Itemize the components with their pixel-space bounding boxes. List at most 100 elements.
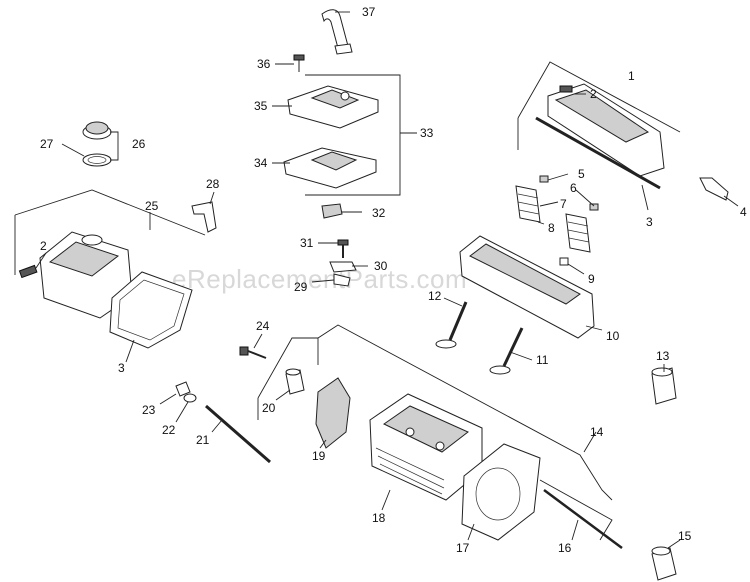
callout-18: 18 <box>372 511 386 525</box>
cylinder-head-center-top <box>383 405 469 453</box>
callout-19: 19 <box>312 449 326 463</box>
leader-16 <box>571 519 579 541</box>
callout-29: 29 <box>294 280 308 294</box>
screw-2-right <box>559 85 573 93</box>
callout-21: 21 <box>196 433 210 447</box>
leader-26 <box>110 131 119 161</box>
bracket-4-part <box>699 177 729 201</box>
group-1-bracket <box>517 61 681 133</box>
valve-cover-right-top <box>554 89 650 143</box>
screw-24-shank <box>247 350 267 359</box>
valve-cover-left-fill-neck <box>81 234 103 246</box>
callout-15: 15 <box>678 529 692 543</box>
leader-9 <box>567 263 585 275</box>
breather-cover-port <box>340 91 350 101</box>
watermark-text: eReplacementParts.com <box>172 264 467 294</box>
callout-17: 17 <box>456 541 470 555</box>
callout-14: 14 <box>590 425 604 439</box>
group-14-bracket <box>257 324 613 501</box>
sleeve-13-top <box>651 367 673 377</box>
valve-spring-left-coils <box>517 193 540 215</box>
callout-11: 11 <box>536 353 549 367</box>
leader-22 <box>175 401 189 423</box>
head-gasket-17 <box>461 443 541 541</box>
leader-15 <box>667 539 681 549</box>
callout-4: 4 <box>740 205 747 219</box>
leader-8 <box>537 221 545 225</box>
leader-6 <box>575 189 595 207</box>
breather-cover-dome <box>310 89 360 109</box>
callout-28: 28 <box>206 177 220 191</box>
callout-35: 35 <box>254 99 268 113</box>
valve-11-head <box>489 365 511 375</box>
callout-20: 20 <box>262 401 276 415</box>
leader-18 <box>381 489 391 511</box>
lift-bracket-part <box>191 201 217 233</box>
callout-3-left: 3 <box>118 361 125 375</box>
screw-head-31 <box>337 239 349 246</box>
callout-22: 22 <box>162 423 176 437</box>
breather-plate-window <box>310 151 358 171</box>
breather-bracket-part <box>329 261 357 273</box>
leader-7 <box>539 201 559 207</box>
head-gasket-bore <box>475 467 521 521</box>
callout-23: 23 <box>142 403 156 417</box>
valve-cover-left-gasket-inner <box>117 279 185 341</box>
valve-cover-right-gasket <box>535 116 661 190</box>
breather-tube-part <box>321 9 349 49</box>
callout-31: 31 <box>300 236 314 250</box>
callout-12: 12 <box>428 289 442 303</box>
leader-19 <box>319 439 327 449</box>
leader-28 <box>209 191 215 205</box>
callout-3-right: 3 <box>646 215 653 229</box>
cylinder-head-fins <box>375 447 445 495</box>
callout-25: 25 <box>145 199 159 213</box>
callout-33: 33 <box>420 126 434 140</box>
callout-26: 26 <box>132 137 146 151</box>
callout-13: 13 <box>656 349 670 363</box>
cylinder-head-right-top <box>469 243 581 305</box>
head-bolt-hole-1 <box>405 427 415 437</box>
breather-reed-part <box>321 203 343 219</box>
oil-fill-cap-top <box>85 121 109 135</box>
callout-5: 5 <box>578 167 585 181</box>
valve-spring-right-coils <box>567 221 590 243</box>
valve-cover-left-top <box>48 241 120 277</box>
callout-8: 8 <box>548 221 555 235</box>
leader-17 <box>467 523 475 541</box>
leader-3-left <box>125 339 135 363</box>
valve-keeper-6 <box>589 203 599 211</box>
callout-32: 32 <box>372 206 386 220</box>
breather-cover-part <box>287 85 379 129</box>
callout-34: 34 <box>254 156 268 170</box>
oil-fill-seal <box>82 153 112 167</box>
leader-11 <box>509 351 533 361</box>
valve-12-stem <box>448 301 468 341</box>
group-33-bracket <box>305 74 401 196</box>
screw-head-36 <box>293 54 305 61</box>
callout-24: 24 <box>256 319 270 333</box>
stud-21 <box>205 404 271 464</box>
callout-2-left: 2 <box>40 239 47 253</box>
callout-2-right: 2 <box>590 87 597 101</box>
oil-fill-seal-inner <box>87 156 107 164</box>
spacer-20-top <box>285 368 301 376</box>
valve-keeper-5 <box>539 175 549 183</box>
baffle-19 <box>315 377 351 449</box>
leader-23 <box>159 393 177 405</box>
leader-4 <box>723 195 739 207</box>
callout-9: 9 <box>588 272 595 286</box>
breather-clip-part <box>333 273 351 287</box>
valve-11-stem <box>502 327 524 367</box>
callout-1: 1 <box>628 69 635 83</box>
tappet-15-top <box>651 546 671 556</box>
washer-22 <box>183 393 197 403</box>
leader-27 <box>61 143 85 157</box>
breather-tube-end <box>334 43 353 55</box>
callout-30: 30 <box>374 259 388 273</box>
screw-24-head <box>239 346 249 356</box>
leader-14 <box>583 431 597 453</box>
callout-36: 36 <box>257 57 271 71</box>
